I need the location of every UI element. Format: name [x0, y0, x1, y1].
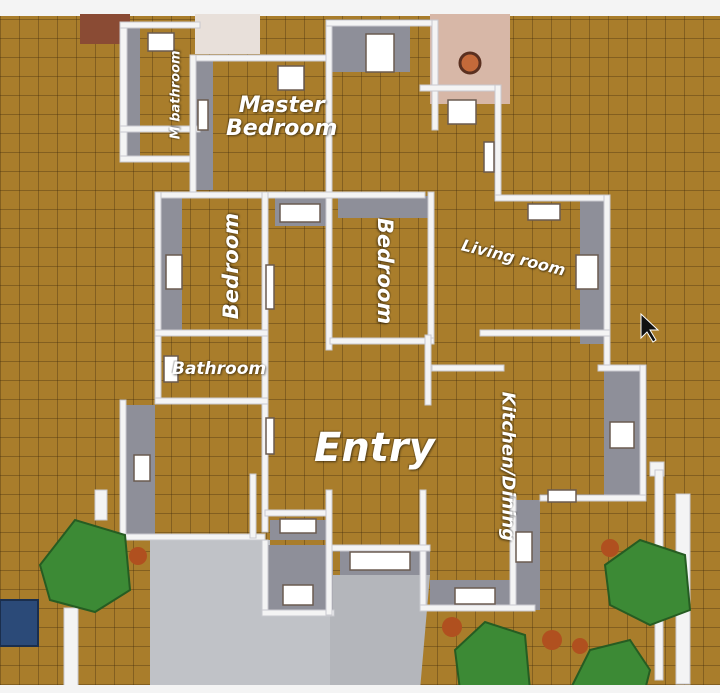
room-label-kitchen-dining: Kitchen/Dining: [497, 391, 519, 542]
bottom-border: [0, 685, 720, 693]
room-label-entry: Entry: [314, 425, 435, 471]
room-label-bedroom-center: Bedroom: [373, 217, 398, 325]
flower-bushes: [129, 539, 619, 654]
wall-tops: [63, 19, 691, 687]
mouse-cursor-icon: [640, 312, 660, 343]
neighbor-window-block: [195, 14, 260, 54]
room-label-bathroom: Bathroom: [172, 359, 267, 379]
windows: [133, 32, 635, 606]
front-steps: [330, 575, 430, 690]
room-label-master-bathroom: M bathroom: [168, 50, 184, 140]
room-label-master-bedroom: Master Bedroom: [226, 93, 338, 142]
driveway: [150, 540, 340, 690]
room-label-bedroom-left: Bedroom: [219, 212, 244, 320]
trees: [38, 518, 692, 691]
top-border: [0, 0, 720, 16]
mailbox: [0, 599, 39, 647]
patio-fire-pit: [458, 51, 482, 75]
